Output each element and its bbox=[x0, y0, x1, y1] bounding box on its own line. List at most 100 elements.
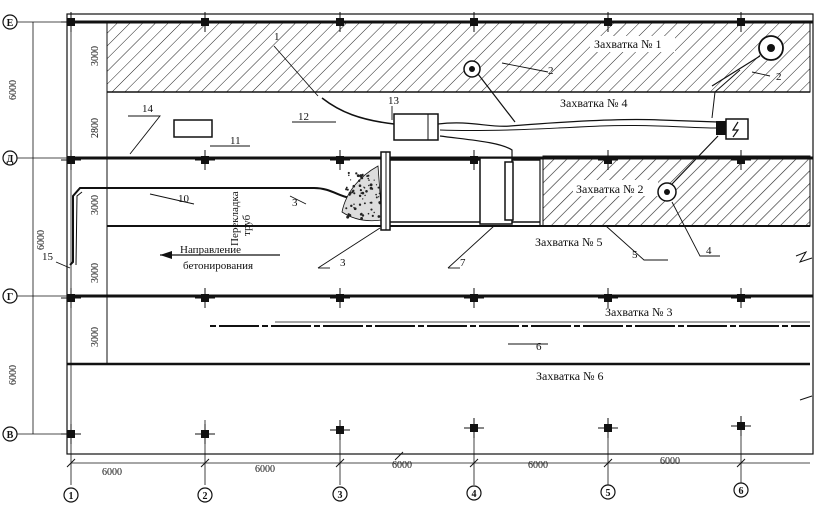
row-axis-d: Д bbox=[2, 150, 18, 166]
callout-15: 15 bbox=[42, 251, 54, 263]
heap-dot bbox=[375, 184, 378, 186]
heap-dot bbox=[371, 214, 374, 217]
column-markers bbox=[61, 12, 751, 444]
col-axis-2: 2 bbox=[197, 487, 213, 503]
zone-2-label: Захватка № 2 bbox=[576, 182, 644, 196]
dim-bottom-2: 6000 bbox=[255, 464, 275, 475]
svg-text:В: В bbox=[7, 430, 14, 441]
column-marker bbox=[61, 150, 81, 170]
slab-outline bbox=[66, 13, 814, 455]
heap-dot bbox=[350, 179, 352, 181]
hoist-icon-left bbox=[463, 60, 481, 78]
concrete-pump bbox=[393, 113, 439, 141]
column-marker bbox=[330, 288, 350, 308]
pipeline-10 bbox=[69, 187, 351, 266]
heap-dot bbox=[353, 192, 356, 195]
heap-dot bbox=[375, 193, 377, 196]
row-axis-g: Г bbox=[2, 288, 18, 304]
dim-bottom-1: 6000 bbox=[102, 467, 122, 478]
column-marker bbox=[330, 150, 350, 170]
heap-dot bbox=[370, 208, 373, 211]
zone-2-label-bg bbox=[573, 180, 658, 196]
column-marker bbox=[464, 12, 484, 32]
heap-dot bbox=[348, 193, 351, 196]
heap-dot bbox=[358, 179, 361, 182]
heap-dot bbox=[377, 196, 380, 198]
heap-dot bbox=[366, 175, 369, 178]
zone-1-label-bg bbox=[590, 36, 675, 52]
left-row-lines bbox=[14, 21, 67, 435]
row-axis-e: Е bbox=[2, 14, 18, 30]
dim-bottom-4: 6000 bbox=[528, 460, 548, 471]
heap-dot bbox=[373, 211, 375, 214]
callout-4: 4 bbox=[706, 245, 712, 257]
heap-dot bbox=[377, 215, 381, 218]
svg-text:6: 6 bbox=[739, 486, 744, 497]
heap-dot bbox=[360, 176, 364, 180]
heap-dot bbox=[360, 217, 363, 220]
switchboard-icon bbox=[725, 118, 749, 140]
svg-text:2: 2 bbox=[203, 491, 208, 502]
col-axis-3: 3 bbox=[332, 486, 348, 502]
heap-dot bbox=[364, 194, 366, 197]
dim-left-inner-3: 3000 bbox=[90, 195, 101, 215]
heap-dot bbox=[353, 203, 355, 206]
zone-6-label: Захватка № 6 bbox=[536, 369, 604, 383]
col-axis-6: 6 bbox=[733, 482, 749, 498]
zone-4-label: Захватка № 4 bbox=[560, 96, 628, 110]
heap-dot bbox=[355, 172, 358, 175]
bottom-dim-ticks bbox=[66, 451, 746, 468]
dim-left-outer-3: 6000 bbox=[8, 365, 19, 385]
heap-dot bbox=[347, 215, 350, 218]
column-marker bbox=[61, 288, 81, 308]
col-axis-5: 5 bbox=[600, 484, 616, 500]
dim-bottom-3: 6000 bbox=[392, 460, 412, 471]
heap-dot bbox=[369, 186, 373, 190]
callout-2b: 2 bbox=[776, 71, 782, 83]
svg-text:1: 1 bbox=[69, 491, 74, 502]
callout-10: 10 bbox=[178, 193, 190, 205]
heap-dot bbox=[367, 212, 370, 215]
heap-dot bbox=[345, 188, 348, 191]
callout-2a: 2 bbox=[548, 65, 554, 77]
dim-left-outer-2: 6000 bbox=[36, 230, 47, 250]
heap-dot bbox=[362, 198, 364, 200]
heap-dot bbox=[365, 190, 368, 193]
dim-left-inner-5: 3000 bbox=[90, 327, 101, 347]
column-marker bbox=[330, 12, 350, 32]
heap-dot bbox=[352, 184, 356, 188]
zone-1-label: Захватка № 1 bbox=[594, 37, 662, 51]
heap-dot bbox=[360, 192, 363, 194]
heap-dot bbox=[358, 203, 362, 206]
heap-dot bbox=[346, 188, 349, 191]
heap-dot bbox=[345, 207, 348, 210]
callout-9: 3 bbox=[292, 197, 298, 209]
column-marker bbox=[731, 416, 751, 436]
heap-dot bbox=[359, 174, 363, 178]
heap-dot bbox=[368, 184, 370, 187]
pipes-text-2: труб bbox=[241, 214, 253, 236]
callout-leaders bbox=[55, 45, 771, 345]
direction-text-2: бетонирования bbox=[183, 260, 253, 272]
callout-1: 1 bbox=[274, 31, 280, 43]
column-marker bbox=[598, 12, 618, 32]
dim-left-outer-1: 6000 bbox=[8, 80, 19, 100]
hoist-icon-right bbox=[758, 35, 784, 61]
column-marker bbox=[61, 424, 81, 444]
heap-dot bbox=[345, 186, 348, 189]
column-marker bbox=[464, 418, 484, 438]
column-marker bbox=[731, 288, 751, 308]
heap-dot bbox=[350, 204, 353, 208]
callout-14: 14 bbox=[142, 103, 154, 115]
heap-dot bbox=[358, 184, 362, 187]
dim-left-inner-4: 3000 bbox=[90, 263, 101, 283]
column-marker bbox=[598, 150, 618, 170]
hose-to-zone bbox=[439, 135, 513, 160]
row-axis-v: В bbox=[2, 426, 18, 442]
zone-1-hatch bbox=[106, 21, 811, 93]
cable-top bbox=[437, 118, 719, 127]
heap-dot bbox=[363, 186, 365, 188]
column-marker bbox=[598, 418, 618, 438]
zone-5-label: Захватка № 5 bbox=[535, 235, 603, 249]
